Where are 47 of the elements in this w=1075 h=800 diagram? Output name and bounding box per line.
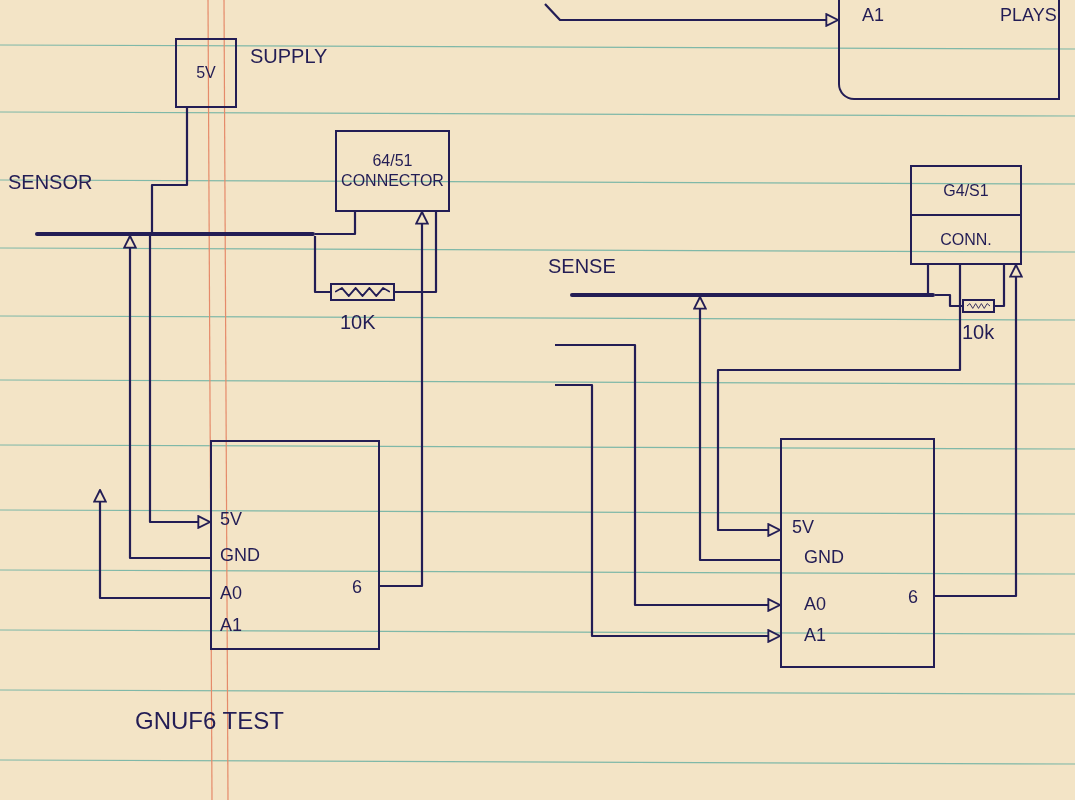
pin-label: A0 (220, 584, 243, 602)
wire (555, 383, 781, 643)
box-label: CONN. (939, 229, 993, 250)
wire (150, 108, 189, 232)
module-box (838, 0, 1060, 100)
wire (693, 296, 780, 562)
pin-label: A1 (862, 6, 885, 24)
wire (148, 236, 211, 529)
sensor-cable (35, 232, 315, 236)
resistor-symbol (330, 283, 395, 301)
component-box (175, 38, 237, 108)
module-box (210, 440, 380, 650)
wire (555, 343, 781, 612)
pin-label: A0 (804, 595, 827, 613)
wire (926, 265, 930, 293)
pin-label: 5V (220, 510, 243, 528)
resistor-symbol (962, 299, 995, 313)
box-label: 5V (195, 63, 217, 83)
wire (123, 235, 210, 560)
box-label: G4/S1 (912, 167, 1020, 216)
pin-label: 5V (792, 518, 815, 536)
wire (716, 265, 962, 537)
pin-label: A1 (220, 616, 243, 634)
sensor-cable (570, 293, 935, 297)
wire (395, 212, 438, 294)
wire (995, 265, 1006, 308)
pin-label: GND (804, 548, 844, 566)
wire (380, 211, 429, 588)
pin-label: 6 (352, 578, 362, 596)
pin-label: 6 (908, 588, 918, 606)
component-label: SENSOR (8, 170, 93, 195)
component-label: 10K (340, 310, 376, 335)
wire (544, 3, 839, 27)
pin-label: GND (220, 546, 260, 564)
component-box (910, 165, 1022, 265)
wire (313, 236, 330, 294)
pin-label: PLAYS (1000, 6, 1057, 24)
module-box (780, 438, 935, 668)
wire (93, 489, 210, 600)
wire (315, 212, 357, 236)
wire (935, 293, 962, 308)
wire (935, 264, 1023, 598)
caption: GNUF6 TEST (135, 706, 284, 736)
component-label: SENSE (548, 254, 616, 279)
component-label: SUPPLY (250, 44, 328, 69)
component-label: 10k (962, 320, 995, 345)
pin-label: A1 (804, 626, 827, 644)
